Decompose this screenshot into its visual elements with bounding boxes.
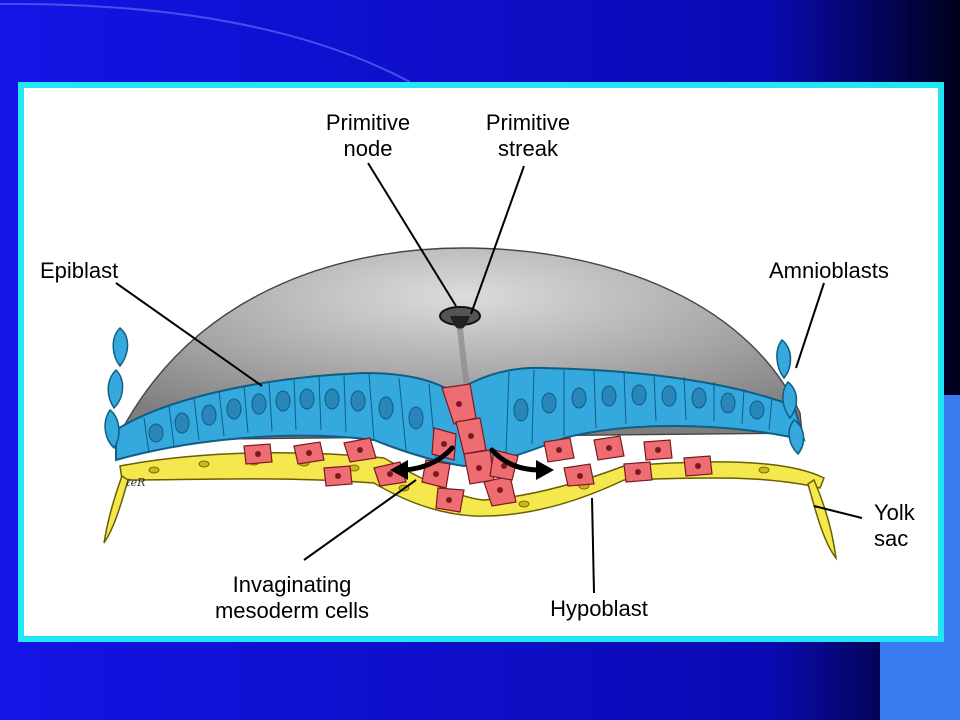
bottom-accent-bar [880,640,944,720]
label-hypoblast: Hypoblast [550,596,648,621]
leader-lines [115,162,863,594]
signature: ℓeR [126,476,145,489]
label-epiblast: Epiblast [40,258,119,283]
migration-arrows [401,445,543,473]
epiblast-cells [143,369,773,461]
label-primitive-node: Primitive node [325,110,411,161]
label-primitive-streak: Primitive streak [485,110,571,161]
amnioblasts [104,326,805,456]
yolk-sac-right [807,478,838,561]
label-invaginating-mesoderm: Invaginating mesoderm cells [214,572,370,623]
embryo-diagram: ℓeR [103,162,863,594]
arrow-right-head [536,460,554,480]
label-amnioblasts: Amnioblasts [769,258,889,283]
arrow-left-head [390,460,408,480]
label-yolk-sac: Yolk sac [874,500,915,551]
yolk-sac-left [103,474,129,544]
diagram-frame: ℓeR Primitive node Primitive streak Epib… [18,82,944,642]
right-accent-bar [944,395,960,720]
